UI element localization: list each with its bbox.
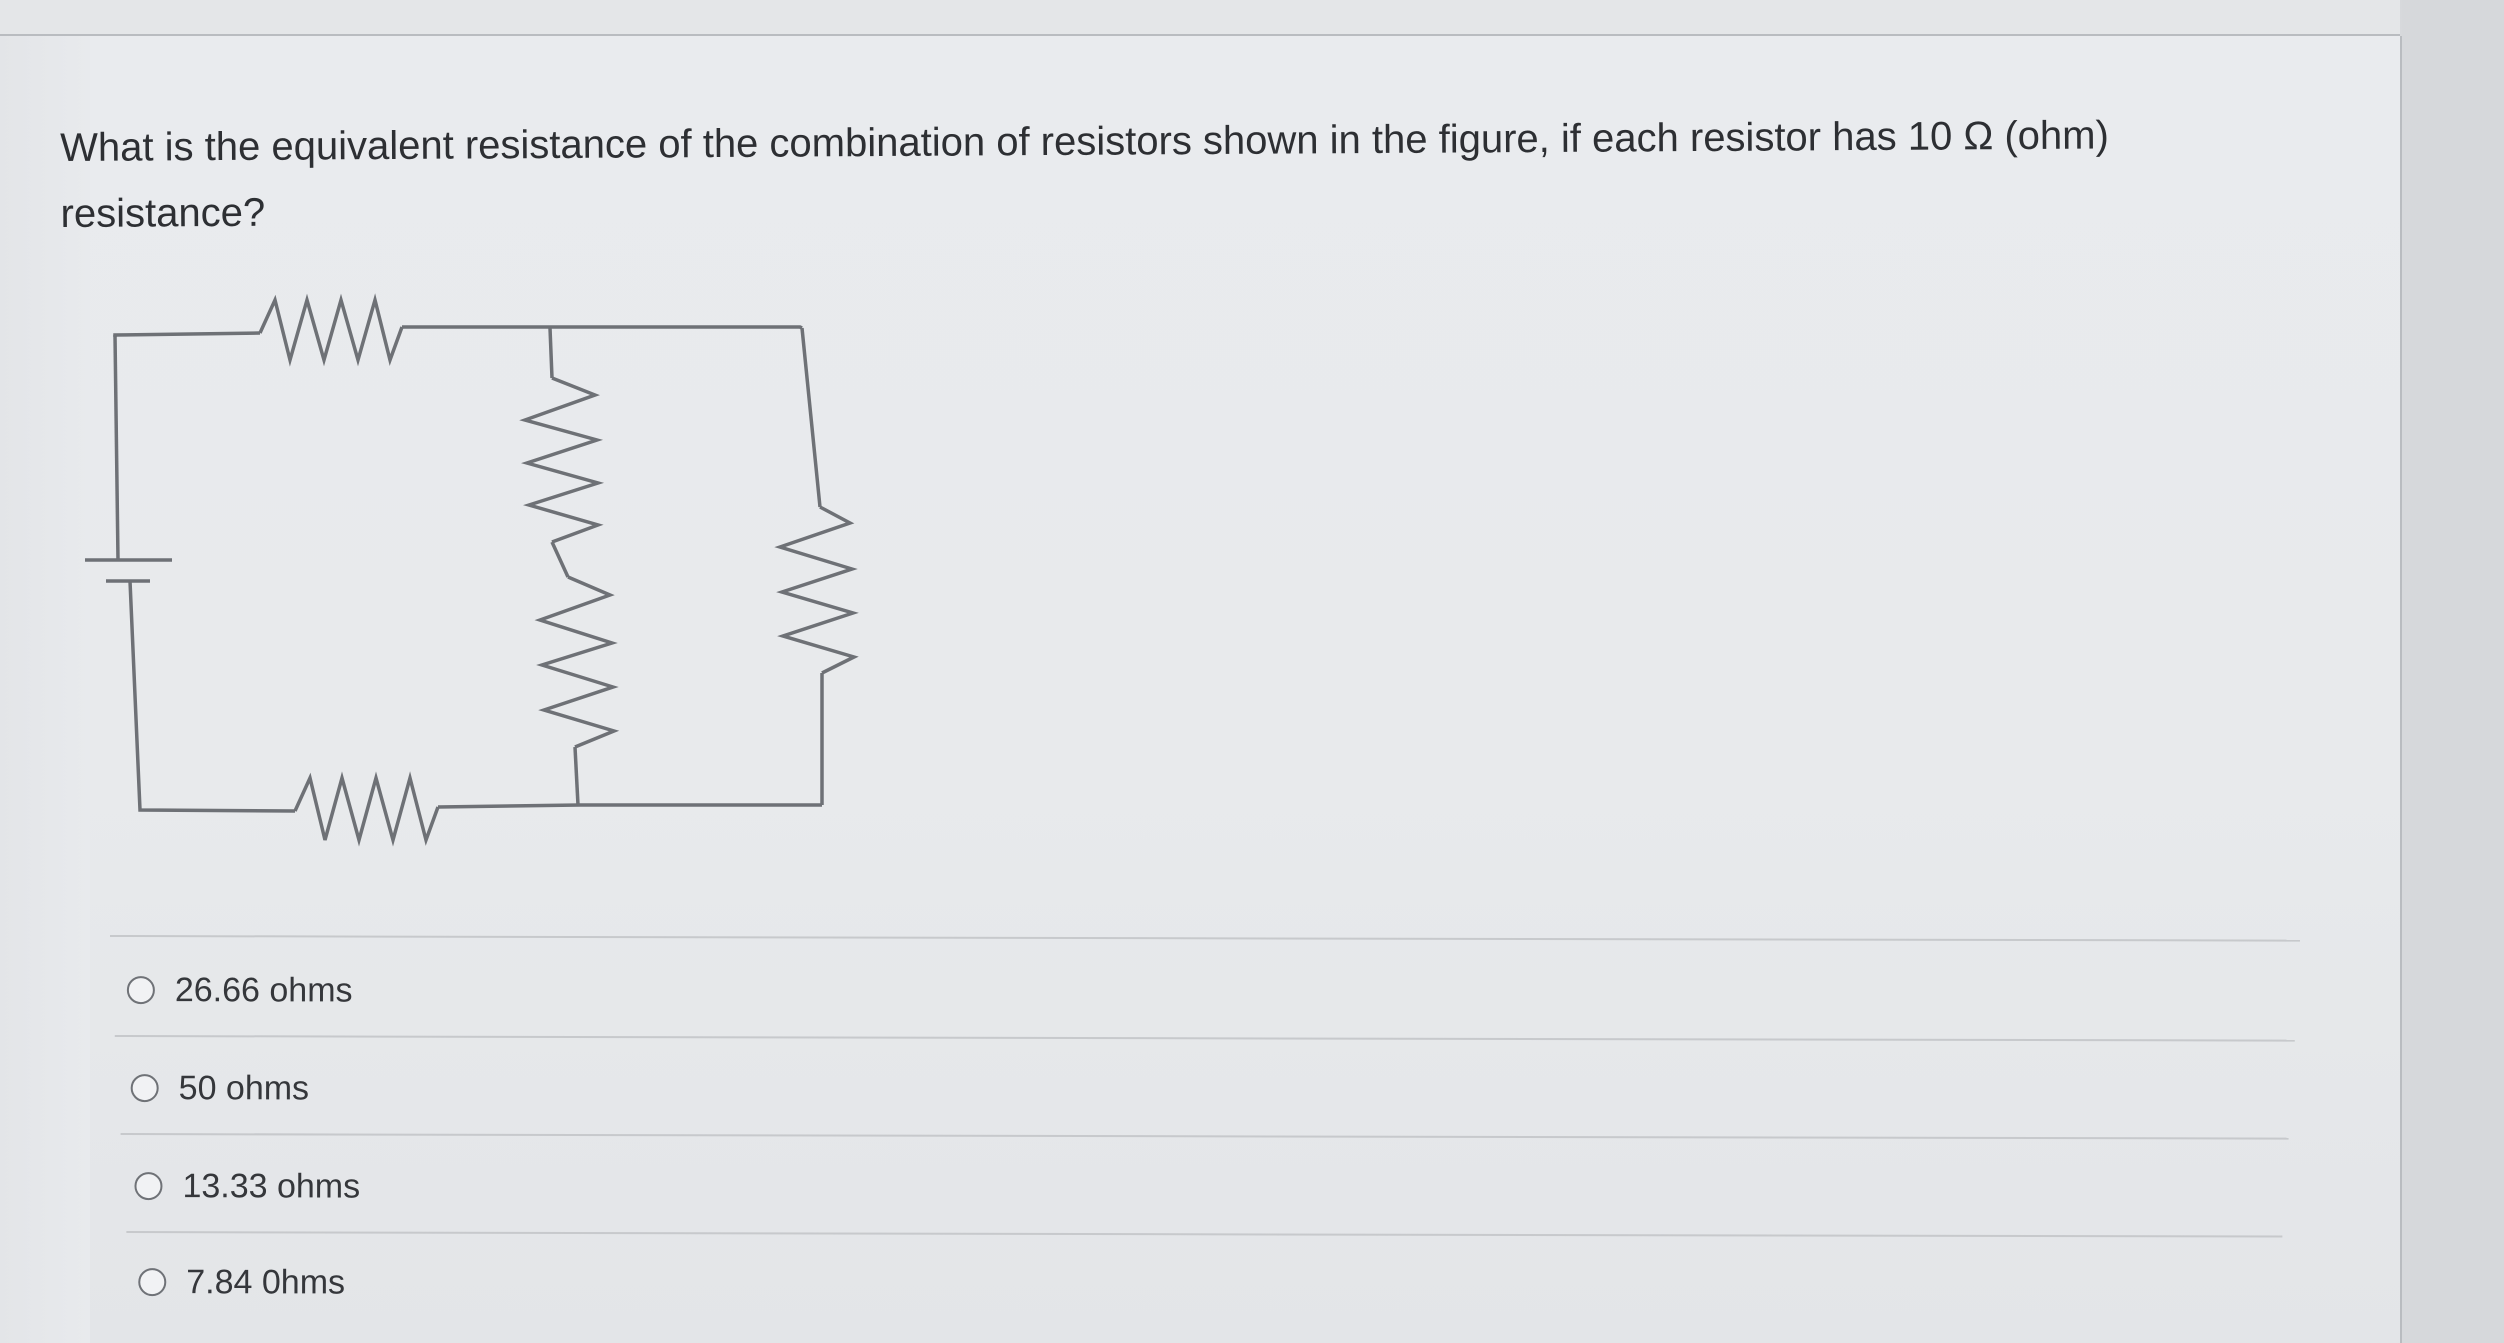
- radio-icon[interactable]: [138, 1268, 167, 1297]
- wire-middle-link: [550, 541, 570, 578]
- resistor-icon: [774, 505, 859, 675]
- option-label: 26.66 ohms: [174, 970, 353, 1010]
- wire-left-upper: [113, 334, 120, 561]
- option-4[interactable]: 7.84 0hms: [138, 1252, 345, 1312]
- question-line-2: resistance?: [60, 190, 266, 236]
- wire-top-left: [113, 331, 261, 337]
- resistor-icon: [258, 293, 404, 367]
- option-2[interactable]: 50 ohms: [130, 1058, 310, 1118]
- option-label: 13.33 ohms: [182, 1166, 361, 1206]
- question-panel: [0, 36, 2402, 1343]
- wire-middle-bottom: [573, 746, 580, 806]
- wire-right-top: [800, 327, 822, 508]
- resistor-icon: [534, 575, 620, 749]
- radio-icon[interactable]: [130, 1074, 159, 1103]
- circuit-figure: [70, 285, 880, 855]
- option-1[interactable]: 26.66 ohms: [126, 960, 353, 1020]
- left-margin: [0, 36, 90, 1343]
- radio-icon[interactable]: [134, 1172, 163, 1201]
- wire-top-right: [402, 325, 803, 330]
- right-margin: [2402, 0, 2504, 1343]
- wire-middle-top: [548, 327, 554, 379]
- option-label: 7.84 0hms: [186, 1262, 346, 1302]
- wire-left-lower: [128, 580, 296, 813]
- resistor-icon: [519, 376, 605, 544]
- circuit-diagram: [85, 293, 859, 847]
- question-line-1: What is the equivalent resistance of the…: [60, 113, 2109, 170]
- top-bar: [0, 0, 2400, 36]
- option-label: 50 ohms: [178, 1068, 310, 1107]
- resistor-icon: [293, 771, 440, 847]
- option-3[interactable]: 13.33 ohms: [134, 1156, 360, 1216]
- wire-bottom: [437, 803, 822, 809]
- radio-icon[interactable]: [126, 976, 155, 1005]
- question-text: What is the equivalent resistance of the…: [60, 101, 2321, 247]
